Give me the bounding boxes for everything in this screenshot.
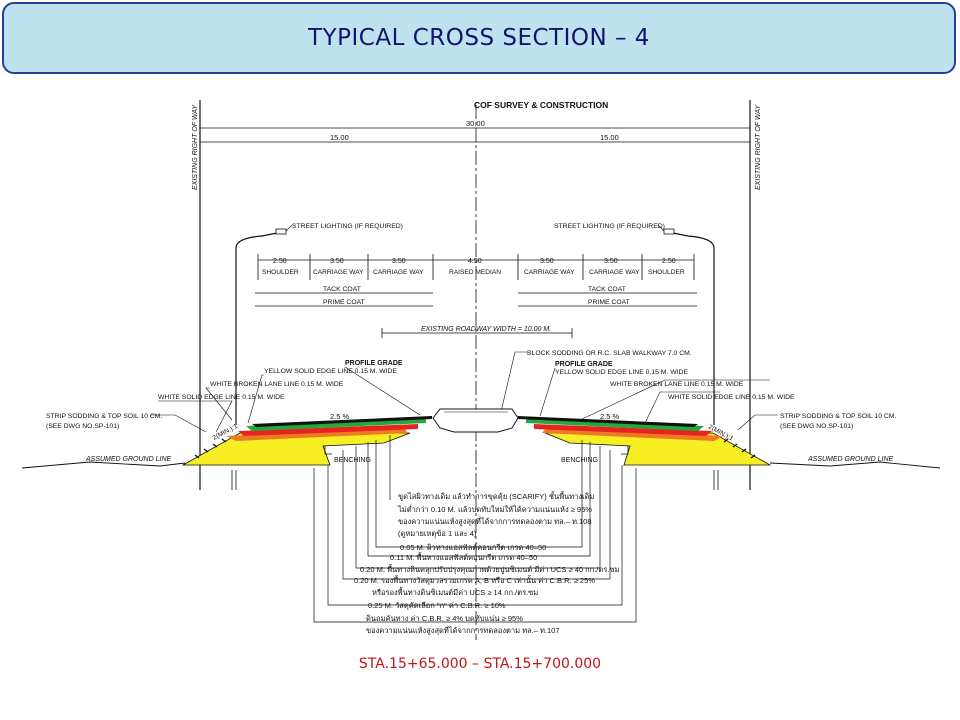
- street-light-pole-left: [235, 231, 283, 425]
- note-6: 0.11 M. พื้นทางแอสฟัลต์คอนกรีต เกรด 40–5…: [390, 552, 537, 562]
- layer-orange-right: [542, 428, 724, 441]
- page-title: TYPICAL CROSS SECTION – 4: [308, 25, 650, 51]
- construction-notes: ขูดไสผิวทางเดิม แล้วทำการขุดคุ้ย (SCARIF…: [354, 491, 619, 635]
- yellow-line-right: YELLOW SOLID EDGE LINE 0.15 M. WIDE: [555, 369, 688, 376]
- note-7: 0.20 M. พื้นทางหินคลุกปรับปรุงคุณภาพด้วย…: [360, 564, 619, 574]
- layer-surface-right: [518, 416, 698, 427]
- layer-brackets: [313, 435, 637, 623]
- white-broken-right: WHITE BROKEN LANE LINE 0.15 M. WIDE: [610, 381, 744, 388]
- lane-dimensions: 2.50 SHOULDER 3.50 CARRIAGE WAY 3.50 CAR…: [257, 254, 695, 280]
- benching-right: BENCHING: [561, 457, 598, 464]
- row-label-right: EXISTING RIGHT OF WAY: [755, 103, 762, 190]
- dim-value-4: 4.50: [468, 258, 482, 265]
- layer-surface-left: [252, 416, 432, 427]
- cross-section-drawing: EXISTING RIGHT OF WAY EXISTING RIGHT OF …: [21, 100, 941, 640]
- profile-grade-left: PROFILE GRADE: [345, 360, 403, 367]
- crossfall-left: 2.5 %: [330, 412, 350, 421]
- dim-value-7: 2.50: [662, 258, 676, 265]
- dim-total: 30.00: [466, 119, 485, 128]
- note-5: 0.05 M. ผิวทางแอสฟัลต์คอนกรีต เกรด 40–50: [400, 543, 546, 552]
- white-broken-left: WHITE BROKEN LANE LINE 0.15 M. WIDE: [210, 381, 344, 388]
- strip-sodding-right-1: STRIP SODDING & TOP SOIL 10 CM.: [780, 413, 896, 420]
- street-light-label-left: STREET LIGHTING (IF REQUIRED): [292, 223, 403, 230]
- crossfall-right: 2.5 %: [600, 412, 620, 421]
- note-3: ของความแน่นแห้งสูงสุดที่ได้จากการทดลองตา…: [398, 516, 592, 526]
- tack-coat-left: TACK COAT: [323, 286, 361, 293]
- ground-line-left: [21, 461, 186, 469]
- dim-value-2: 3.50: [330, 258, 344, 265]
- note-4: (ดูหมายเหตุข้อ 1 และ 4): [398, 529, 477, 538]
- note-8: 0.20 M. รองพื้นทางวัสดุมวลรวมเกรด A, B ห…: [354, 575, 595, 585]
- street-light-lamp-right: [663, 228, 675, 235]
- prime-coat-left: PRIME COAT: [323, 299, 365, 306]
- note-9: หรือรองพื้นทางดินซิเมนต์มีค่า UCS ≥ 14 ก…: [372, 587, 538, 597]
- street-light-label-right: STREET LIGHTING (IF REQUIRED): [554, 223, 665, 230]
- dim-label-1: SHOULDER: [262, 269, 299, 276]
- strip-sodding-left-2: (SEE DWG NO.SP-101): [46, 423, 119, 430]
- station-caption: STA.15+65.000 – STA.15+700.000: [358, 656, 602, 672]
- street-light-pole-right: [667, 231, 715, 425]
- leader-lines: [150, 351, 778, 433]
- note-11: ดินถมคันทาง ค่า C.B.R. ≥ 4% บดทับแน่น ≥ …: [366, 614, 523, 623]
- benching-left: BENCHING: [334, 457, 371, 464]
- dim-value-5: 3.50: [540, 258, 554, 265]
- dim-label-2: CARRIAGE WAY: [313, 269, 364, 276]
- note-2: ไม่ต่ำกว่า 0.10 M. แล้วบดทับใหม่ให้ได้คว…: [397, 504, 592, 514]
- dim-label-4: RAISED MEDIAN: [449, 269, 501, 276]
- dim-half-right: 15.00: [600, 133, 619, 142]
- row-label-left: EXISTING RIGHT OF WAY: [192, 103, 199, 190]
- dim-label-3: CARRIAGE WAY: [373, 269, 424, 276]
- centerline-label: COF SURVEY & CONSTRUCTION: [474, 100, 608, 110]
- block-sodding-label: BLOCK SODDING OR R.C. SLAB WALKWAY 7.0 C…: [527, 350, 692, 357]
- dim-value-6: 3.50: [604, 258, 618, 265]
- dim-label-7: SHOULDER: [648, 269, 685, 276]
- street-light-lamp-left: [275, 228, 287, 235]
- dim-label-5: CARRIAGE WAY: [524, 269, 575, 276]
- white-solid-left: WHITE SOLID EDGE LINE 0.15 M. WIDE: [158, 394, 285, 401]
- dim-half-left: 15.00: [330, 133, 349, 142]
- ground-label-left: ASSUMED GROUND LINE: [85, 456, 172, 463]
- prime-coat-right: PRIME COAT: [588, 299, 630, 306]
- tack-coat-right: TACK COAT: [588, 286, 626, 293]
- dim-value-3: 3.50: [392, 258, 406, 265]
- strip-sodding-right-2: (SEE DWG NO.SP-101): [780, 423, 853, 430]
- dim-label-6: CARRIAGE WAY: [589, 269, 640, 276]
- existing-roadway-label: EXISTING ROADWAY WIDTH = 10.00 M.: [421, 326, 551, 333]
- note-1: ขูดไสผิวทางเดิม แล้วทำการขุดคุ้ย (SCARIF…: [398, 491, 594, 501]
- layer-red-left: [238, 424, 418, 436]
- note-10: 0.25 M. วัสดุคัดเลือก "ก" ค่า C.B.R. ≥ 1…: [368, 601, 506, 610]
- ground-line-right: [769, 461, 941, 469]
- yellow-line-left: YELLOW SOLID EDGE LINE 0.15 M. WIDE: [264, 368, 397, 375]
- strip-sodding-left-1: STRIP SODDING & TOP SOIL 10 CM.: [46, 413, 162, 420]
- layer-red-right: [534, 424, 712, 436]
- embankment-fill-left: [181, 432, 411, 466]
- dim-value-1: 2.50: [273, 258, 287, 265]
- profile-grade-right: PROFILE GRADE: [555, 361, 613, 368]
- white-solid-right: WHITE SOLID EDGE LINE 0.15 M. WIDE: [668, 394, 795, 401]
- embankment-fill-right: [544, 432, 772, 466]
- raised-median: [432, 408, 519, 433]
- slope-hatch: [194, 438, 756, 459]
- title-banner: TYPICAL CROSS SECTION – 4: [2, 2, 956, 74]
- layer-orange-left: [226, 428, 408, 441]
- ground-label-right: ASSUMED GROUND LINE: [807, 456, 894, 463]
- note-12: ของความแน่นแห้งสูงสุดที่ได้จากการทดลองตา…: [366, 625, 560, 635]
